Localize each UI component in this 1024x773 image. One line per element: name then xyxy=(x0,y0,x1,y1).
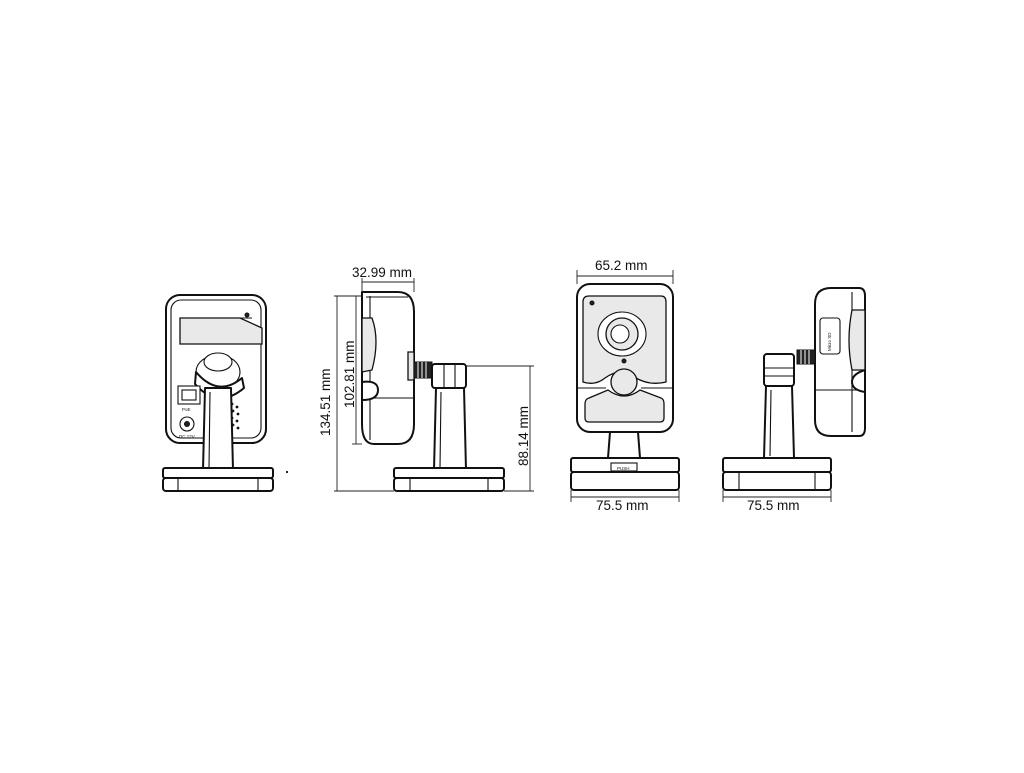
pir-sensor xyxy=(610,368,638,396)
poe-label: PoE xyxy=(182,407,191,412)
dim-height-mount: 88.14 mm xyxy=(516,406,531,466)
rear-label-panel xyxy=(179,317,263,345)
rear-view: PoE DC 12V xyxy=(162,294,289,492)
front-stand-neck xyxy=(607,431,641,459)
ethernet-port xyxy=(177,385,201,405)
push-button xyxy=(610,462,638,472)
side-stand-column xyxy=(433,387,467,471)
side-view-left: 32.99 mm 134.51 mm 102.81 mm 88.14 mm xyxy=(318,265,534,492)
dim-width-base-side: 75.5 mm xyxy=(747,498,800,513)
rear-base xyxy=(162,477,274,492)
right-front-bezel xyxy=(848,309,866,371)
dim-width-base-front: 75.5 mm xyxy=(596,498,649,513)
side-view-right: Micro SD 75.5 mm xyxy=(722,287,866,513)
right-mount-nut xyxy=(763,353,795,387)
side-rear-plate xyxy=(407,351,415,381)
front-lower-panel xyxy=(584,389,665,423)
side-ir-bulge xyxy=(361,380,379,401)
power-label: DC 12V xyxy=(179,434,195,439)
dim-width-body: 65.2 mm xyxy=(595,258,648,273)
dim-height-total: 134.51 mm xyxy=(318,368,333,436)
rear-indicator-dot xyxy=(244,312,250,318)
right-stand-column xyxy=(763,385,795,459)
dim-height-body: 102.81 mm xyxy=(342,340,357,408)
ethernet-port-inner xyxy=(181,389,197,401)
right-base xyxy=(722,471,832,491)
rear-base-top xyxy=(162,467,274,479)
right-base-top xyxy=(722,457,832,473)
front-indicator-dot xyxy=(589,300,595,306)
dim-depth: 32.99 mm xyxy=(352,265,412,280)
stray-dot xyxy=(285,470,289,474)
rear-stand-column xyxy=(202,387,234,471)
right-threaded-connector xyxy=(796,349,816,365)
front-base xyxy=(570,471,680,491)
side-base-top xyxy=(393,467,505,479)
light-sensor xyxy=(621,358,627,364)
power-jack-pin xyxy=(184,421,190,427)
threaded-connector xyxy=(413,361,433,379)
column-shade xyxy=(208,391,211,469)
card-slot-label: Micro SD xyxy=(827,332,832,351)
micro-sd-slot xyxy=(819,317,841,355)
ball-joint-top xyxy=(203,352,233,372)
front-view: PUSH 65.2 mm 75.5 mm xyxy=(570,258,680,513)
side-front-bezel xyxy=(361,317,377,373)
push-label: PUSH xyxy=(617,466,630,471)
lens-glass xyxy=(610,324,630,344)
side-base xyxy=(393,477,505,492)
right-ir-bulge xyxy=(851,369,866,393)
mount-nut xyxy=(431,363,467,389)
